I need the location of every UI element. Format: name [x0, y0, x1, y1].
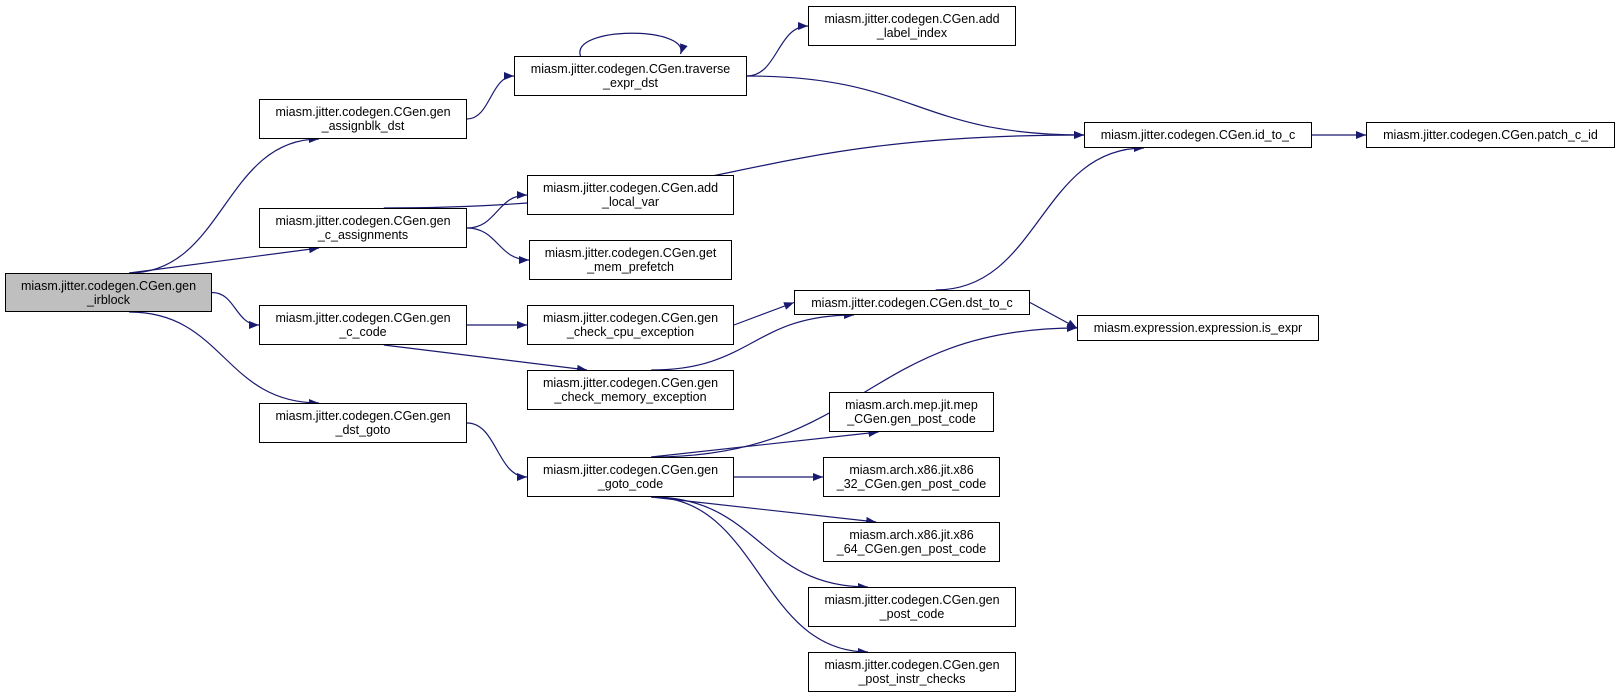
- node-line: miasm.jitter.codegen.CGen.gen: [275, 105, 451, 119]
- node-patch-c-id[interactable]: miasm.jitter.codegen.CGen.patch_c_id: [1366, 122, 1615, 148]
- node-line: miasm.jitter.codegen.CGen.gen: [542, 376, 719, 390]
- node-line: miasm.arch.x86.jit.x86: [849, 528, 974, 542]
- node-line: _dst_goto: [335, 423, 391, 437]
- node-line: miasm.jitter.codegen.CGen.gen: [20, 278, 197, 293]
- edge-gen_dst_goto-to-gen_goto_code: [466, 422, 528, 481]
- node-id-to-c[interactable]: miasm.jitter.codegen.CGen.id_to_c: [1084, 122, 1312, 148]
- node-line: miasm.jitter.codegen.CGen.patch_c_id: [1383, 128, 1598, 142]
- node-line: miasm.jitter.codegen.CGen.add: [542, 181, 719, 195]
- node-line: miasm.jitter.codegen.CGen.gen: [275, 409, 451, 423]
- node-is-expr[interactable]: miasm.expression.expression.is_expr: [1077, 315, 1319, 341]
- node-gen-irblock[interactable]: miasm.jitter.codegen.CGen.gen _irblock: [5, 273, 212, 312]
- node-line: miasm.jitter.codegen.CGen.add: [824, 12, 1000, 26]
- node-gen-check-memory-exception[interactable]: miasm.jitter.codegen.CGen.gen _check_mem…: [527, 370, 734, 410]
- node-line: _check_memory_exception: [554, 390, 707, 404]
- node-line: _CGen.gen_post_code: [847, 412, 976, 426]
- node-add-local-var[interactable]: miasm.jitter.codegen.CGen.add _local_var: [527, 175, 734, 215]
- node-get-mem-prefetch[interactable]: miasm.jitter.codegen.CGen.get _mem_prefe…: [529, 240, 732, 280]
- node-line: _c_assignments: [317, 228, 409, 242]
- node-line: _post_code: [879, 607, 945, 621]
- node-line: miasm.expression.expression.is_expr: [1093, 321, 1303, 335]
- node-line: _check_cpu_exception: [566, 325, 695, 339]
- node-gen-goto-code[interactable]: miasm.jitter.codegen.CGen.gen _goto_code: [527, 457, 734, 497]
- edge-traverse_expr_dst-to-id_to_c: [746, 75, 1085, 139]
- node-line: _goto_code: [597, 477, 664, 491]
- edge-traverse_expr_dst-to-add_label_index: [746, 22, 809, 77]
- node-line: _c_code: [339, 325, 387, 339]
- node-line: _expr_dst: [603, 76, 658, 90]
- edge-gen_goto_code-to-mep_gen_post_code: [651, 429, 879, 458]
- node-line: _local_var: [602, 195, 659, 209]
- node-gen-check-cpu-exception[interactable]: miasm.jitter.codegen.CGen.gen _check_cpu…: [527, 305, 734, 345]
- node-gen-dst-goto[interactable]: miasm.jitter.codegen.CGen.gen _dst_goto: [259, 403, 467, 443]
- edge-traverse_expr_dst-to-traverse_expr_dst: [579, 32, 688, 57]
- node-line: miasm.jitter.codegen.CGen.gen: [542, 311, 719, 325]
- node-traverse-expr-dst[interactable]: miasm.jitter.codegen.CGen.traverse _expr…: [514, 56, 747, 96]
- node-line: miasm.arch.x86.jit.x86: [849, 463, 974, 477]
- node-line: miasm.jitter.codegen.CGen.gen: [824, 593, 1000, 607]
- edge-gen_c_assignments-to-get_mem_prefetch: [466, 227, 530, 264]
- edge-gen_c_assignments-to-id_to_c: [383, 131, 1085, 209]
- node-gen-post-instr-checks[interactable]: miasm.jitter.codegen.CGen.gen _post_inst…: [808, 652, 1016, 692]
- node-line: miasm.jitter.codegen.CGen.dst_to_c: [811, 295, 1013, 310]
- node-line: miasm.jitter.codegen.CGen.traverse: [530, 62, 731, 76]
- node-line: _assignblk_dst: [321, 119, 405, 133]
- node-mep-gen-post-code[interactable]: miasm.arch.mep.jit.mep _CGen.gen_post_co…: [829, 392, 994, 432]
- node-x86-64-gen-post-code[interactable]: miasm.arch.x86.jit.x86 _64_CGen.gen_post…: [823, 522, 1000, 562]
- node-line: miasm.arch.mep.jit.mep: [845, 398, 978, 412]
- node-line: miasm.jitter.codegen.CGen.id_to_c: [1100, 128, 1296, 142]
- node-line: miasm.jitter.codegen.CGen.gen: [542, 463, 719, 477]
- node-gen-post-code[interactable]: miasm.jitter.codegen.CGen.gen _post_code: [808, 587, 1016, 627]
- node-line: miasm.jitter.codegen.CGen.gen: [275, 214, 451, 228]
- node-add-label-index[interactable]: miasm.jitter.codegen.CGen.add _label_ind…: [808, 6, 1016, 46]
- edge-gen_irblock-to-gen_c_assignments: [129, 245, 320, 274]
- node-line: _post_instr_checks: [858, 672, 966, 686]
- node-gen-assignblk-dst[interactable]: miasm.jitter.codegen.CGen.gen _assignblk…: [259, 99, 467, 139]
- edge-gen_irblock-to-gen_assignblk_dst: [129, 135, 320, 274]
- edge-gen_check_memory_exception-to-dst_to_c: [651, 311, 855, 371]
- edge-dst_to_c-to-id_to_c: [935, 144, 1145, 291]
- edge-dst_to_c-to-is_expr: [1029, 301, 1078, 329]
- edge-gen_assignblk_dst-to-traverse_expr_dst: [466, 72, 515, 120]
- edge-gen_goto_code-to-gen_post_instr_checks: [651, 496, 869, 656]
- node-gen-c-code[interactable]: miasm.jitter.codegen.CGen.gen _c_code: [259, 305, 467, 345]
- node-line: _mem_prefetch: [587, 260, 674, 274]
- edge-gen_check_cpu_exception-to-dst_to_c: [733, 301, 795, 326]
- node-dst-to-c[interactable]: miasm.jitter.codegen.CGen.dst_to_c: [794, 290, 1030, 315]
- node-line: miasm.jitter.codegen.CGen.gen: [275, 311, 451, 325]
- node-x86-32-gen-post-code[interactable]: miasm.arch.x86.jit.x86 _32_CGen.gen_post…: [823, 457, 1000, 497]
- edge-gen_goto_code-to-gen_post_code: [651, 496, 869, 591]
- node-line: _64_CGen.gen_post_code: [836, 542, 987, 556]
- node-line: _32_CGen.gen_post_code: [836, 477, 987, 491]
- edge-gen_irblock-to-gen_c_code: [211, 291, 260, 329]
- edge-gen_c_assignments-to-add_local_var: [466, 191, 528, 229]
- node-gen-c-assignments[interactable]: miasm.jitter.codegen.CGen.gen _c_assignm…: [259, 208, 467, 248]
- node-line: _irblock: [86, 292, 131, 307]
- node-line: _label_index: [876, 26, 948, 40]
- edge-gen_c_code-to-gen_check_memory_exception: [383, 344, 588, 373]
- node-line: miasm.jitter.codegen.CGen.get: [544, 246, 717, 260]
- edge-gen_irblock-to-gen_dst_goto: [129, 311, 320, 407]
- node-line: miasm.jitter.codegen.CGen.gen: [824, 658, 1000, 672]
